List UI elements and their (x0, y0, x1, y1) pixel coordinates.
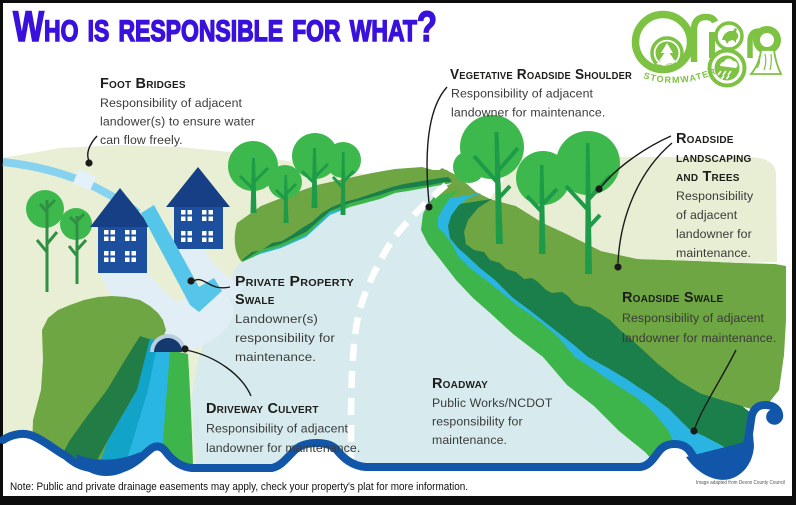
svg-text:Roadside: Roadside (676, 131, 734, 147)
svg-text:landower(s) to ensure water: landower(s) to ensure water (100, 115, 255, 129)
svg-text:Roadside Swale: Roadside Swale (622, 290, 724, 306)
svg-text:Note: Public and private drain: Note: Public and private drainage easeme… (10, 481, 468, 493)
svg-text:maintenance.: maintenance. (676, 246, 751, 260)
svg-text:Driveway Culvert: Driveway Culvert (206, 401, 319, 417)
svg-text:maintenance.: maintenance. (235, 350, 316, 364)
svg-text:Responsibility of adjacent: Responsibility of adjacent (100, 96, 243, 110)
svg-text:Responsibility of adjacent: Responsibility of adjacent (451, 87, 594, 101)
svg-text:landowner for: landowner for (676, 227, 752, 241)
svg-text:Private Property: Private Property (235, 274, 354, 290)
svg-text:landowner for maintenance.: landowner for maintenance. (622, 331, 776, 345)
svg-text:can flow freely.: can flow freely. (100, 133, 183, 147)
svg-text:landowner for maintenance.: landowner for maintenance. (451, 106, 605, 120)
svg-text:of adjacent: of adjacent (676, 208, 738, 222)
svg-text:responsibility for: responsibility for (432, 415, 523, 429)
svg-text:Foot Bridges: Foot Bridges (100, 76, 186, 92)
svg-text:responsibility for: responsibility for (235, 331, 335, 345)
svg-text:Roadway: Roadway (432, 376, 488, 392)
svg-text:Responsibility of adjacent: Responsibility of adjacent (206, 422, 349, 436)
svg-text:Who is responsible for what?: Who is responsible for what? (13, 3, 437, 51)
svg-text:Landowner(s): Landowner(s) (235, 312, 318, 326)
svg-text:landscaping: landscaping (676, 150, 752, 166)
svg-text:landowner for maintenance.: landowner for maintenance. (206, 441, 360, 455)
svg-text:Vegetative Roadside Shoulder: Vegetative Roadside Shoulder (450, 67, 633, 83)
svg-text:maintenance.: maintenance. (432, 433, 507, 447)
svg-text:Responsibility of adjacent: Responsibility of adjacent (622, 311, 765, 325)
svg-text:Public Works/NCDOT: Public Works/NCDOT (432, 396, 553, 410)
svg-text:Image adapted from Devon Count: Image adapted from Devon County Council (696, 480, 785, 486)
svg-text:Swale: Swale (235, 292, 275, 308)
svg-text:Responsibility: Responsibility (676, 189, 754, 203)
svg-text:and Trees: and Trees (676, 169, 740, 185)
